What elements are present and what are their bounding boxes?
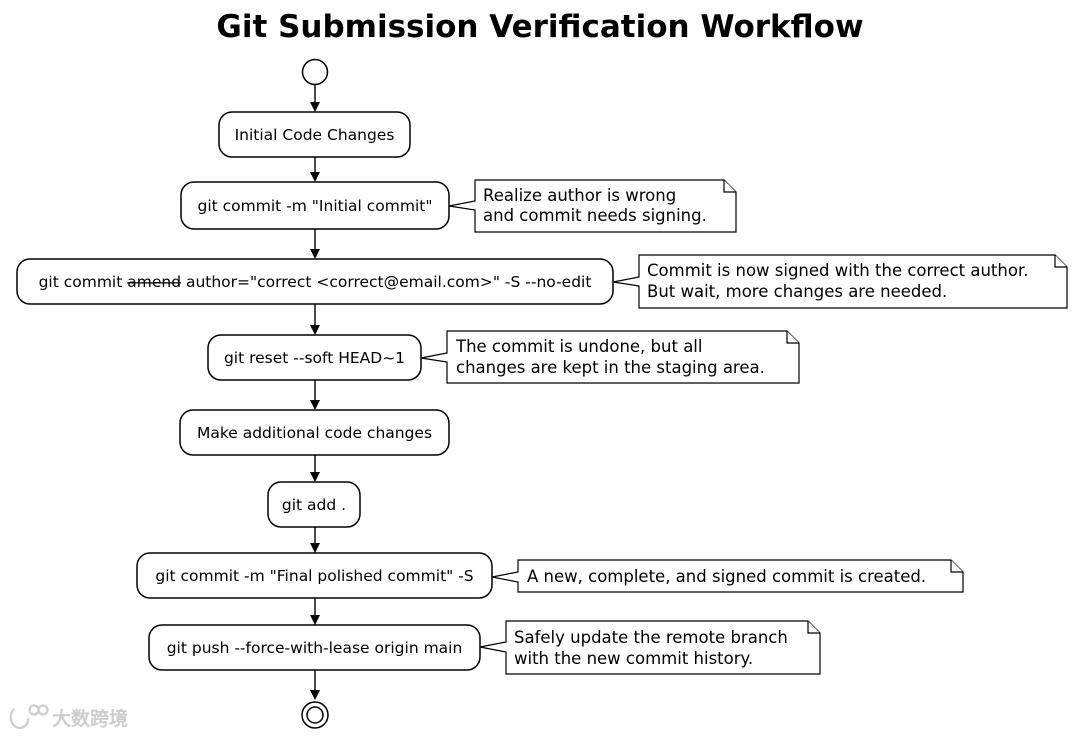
note-line: Commit is now signed with the correct au… bbox=[647, 261, 1028, 280]
diagram-title: Git Submission Verification Workflow bbox=[216, 9, 863, 45]
note-author-wrong: Realize author is wrong and commit needs… bbox=[448, 179, 737, 233]
activity-label: git add . bbox=[282, 496, 346, 514]
activity-label: git commit amend author="correct <correc… bbox=[39, 273, 592, 291]
activity-amend-commit: git commit amend author="correct <correc… bbox=[16, 258, 614, 305]
activity-label: git commit -m "Final polished commit" -S bbox=[155, 567, 473, 585]
note-line: The commit is undone, but all bbox=[455, 337, 702, 356]
watermark: 大数跨境 bbox=[9, 704, 128, 730]
note-safely-update: Safely update the remote branch with the… bbox=[479, 620, 821, 675]
activity-git-push: git push --force-with-lease origin main bbox=[148, 624, 481, 671]
note-commit-undone: The commit is undone, but all changes ar… bbox=[420, 330, 800, 384]
note-new-commit: A new, complete, and signed commit is cr… bbox=[491, 559, 964, 593]
activity-git-add: git add . bbox=[267, 481, 361, 528]
note-commit-signed: Commit is now signed with the correct au… bbox=[612, 254, 1068, 309]
end-node bbox=[301, 701, 329, 729]
activity-label: Make additional code changes bbox=[197, 424, 432, 442]
note-line: Safely update the remote branch bbox=[514, 628, 788, 647]
note-line: and commit needs signing. bbox=[483, 206, 707, 225]
activity-additional-changes: Make additional code changes bbox=[179, 409, 450, 456]
start-node bbox=[301, 58, 329, 86]
watermark-logo-icon bbox=[9, 704, 49, 729]
activity-label: git reset --soft HEAD~1 bbox=[224, 349, 405, 367]
activity-git-reset: git reset --soft HEAD~1 bbox=[207, 334, 422, 381]
activity-final-commit: git commit -m "Final polished commit" -S bbox=[136, 552, 493, 599]
activity-initial-commit: git commit -m "Initial commit" bbox=[180, 181, 450, 230]
note-line: with the new commit history. bbox=[514, 649, 753, 668]
watermark-text: 大数跨境 bbox=[52, 707, 128, 730]
activity-label: git push --force-with-lease origin main bbox=[167, 639, 463, 657]
activity-label: Initial Code Changes bbox=[235, 126, 395, 144]
note-line: changes are kept in the staging area. bbox=[456, 358, 765, 377]
flow-edges bbox=[310, 85, 320, 700]
note-line: But wait, more changes are needed. bbox=[647, 282, 947, 301]
note-line: Realize author is wrong bbox=[483, 186, 676, 205]
activity-label: git commit -m "Initial commit" bbox=[198, 197, 433, 215]
activity-initial-code-changes: Initial Code Changes bbox=[218, 111, 411, 158]
note-line: A new, complete, and signed commit is cr… bbox=[527, 567, 926, 586]
